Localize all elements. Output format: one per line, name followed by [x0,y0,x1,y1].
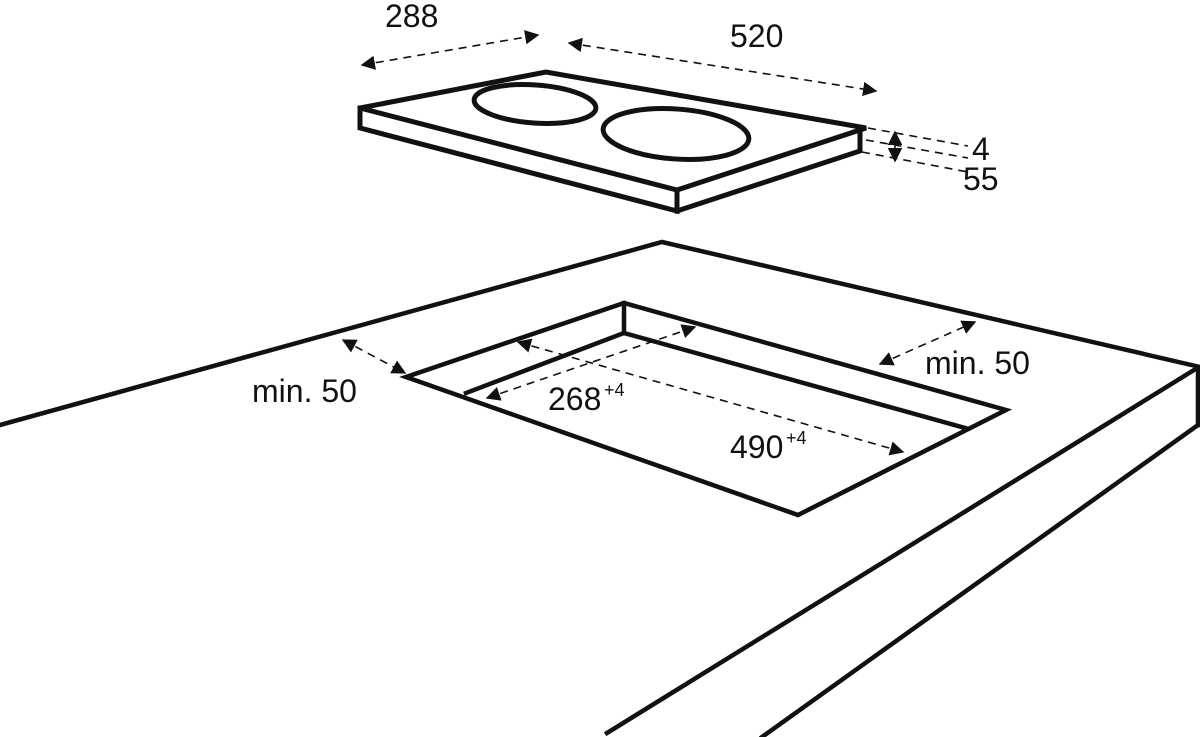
front-clearance-arrow [341,339,407,374]
front-clearance-label: min. 50 [252,373,357,409]
front-clearance-dimension: min. 50 [252,339,407,409]
burner-small [471,82,599,126]
rear-clearance-label: min. 50 [925,345,1030,381]
hob-front-edge [357,105,680,215]
cutout-depth-label: 268 [548,381,601,417]
cutout-width-label: 490 [730,429,783,465]
hob-depth-label: 288 [385,0,438,34]
hob-top-surface [359,69,867,193]
worktop [0,239,1200,737]
cutout-width-arrow [516,338,905,456]
cutout-width-dimension: 490 +4 [516,338,905,465]
hob [357,69,867,215]
hob-width-dimension: 520 [567,18,878,97]
total-height-label: 55 [963,161,999,197]
glass-thickness-label: 4 [972,131,990,167]
cutout-inner-floor-edge [621,330,968,431]
hob-width-arrow [567,37,878,97]
burner-large [600,106,752,162]
worktop-front-edge-upper [603,366,1198,737]
hob-width-label: 520 [730,18,783,54]
cutout-depth-tolerance: +4 [604,380,625,400]
cutout-width-tolerance: +4 [786,428,807,448]
rear-clearance-arrow [878,320,977,366]
hob-height-dimension: 4 55 [861,127,999,197]
worktop-outline [0,239,1200,428]
hob-side-edge [673,127,863,215]
total-height-leader [861,151,969,173]
cutout [399,300,1013,518]
cutout-outline [399,300,1013,518]
glass-thickness-leader [867,127,969,147]
rear-clearance-dimension: min. 50 [878,320,1030,381]
height-leader-mid [865,139,969,159]
hob-depth-dimension: 288 [360,0,540,70]
worktop-front-edge-lower [758,421,1200,737]
hob-depth-arrow [360,30,540,70]
